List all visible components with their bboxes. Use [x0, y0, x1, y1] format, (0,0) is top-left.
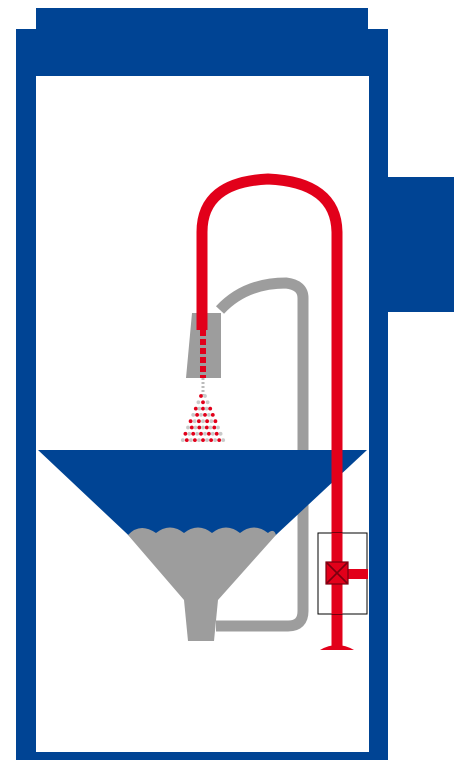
- side-module: [386, 177, 454, 312]
- spray-droplet: [201, 438, 205, 442]
- spray-droplet: [212, 425, 217, 430]
- spray-droplet: [201, 400, 205, 405]
- spray-droplet: [184, 438, 189, 442]
- supply-line: [196, 173, 343, 650]
- spray-droplet: [199, 431, 203, 436]
- valve-actuator-stem: [347, 569, 368, 579]
- powder-pile: [128, 527, 276, 600]
- spray-droplet: [205, 438, 209, 442]
- spray-droplet: [210, 413, 215, 417]
- spray-droplet: [201, 406, 205, 411]
- spray-droplet: [189, 425, 194, 430]
- spray-droplet: [197, 425, 202, 430]
- valve-cross-icon: [326, 562, 348, 584]
- spray-droplet: [204, 406, 209, 411]
- spray-droplet: [197, 406, 202, 411]
- hopper: [38, 450, 367, 548]
- spray-droplet: [187, 431, 192, 436]
- spray-droplet: [186, 425, 190, 430]
- spray-droplet: [210, 431, 215, 436]
- spray-droplet: [205, 419, 210, 424]
- spray-droplet: [205, 400, 210, 405]
- spray-droplet: [201, 419, 205, 424]
- spray-droplet: [207, 413, 211, 417]
- outlet: [184, 600, 218, 641]
- spray-droplet: [213, 438, 218, 442]
- spray-droplet: [199, 394, 203, 398]
- spray-droplet: [191, 431, 196, 436]
- spray-droplet: [189, 438, 193, 442]
- spray-droplet: [207, 431, 211, 436]
- spray-droplet: [221, 438, 226, 442]
- spray-droplet: [195, 431, 200, 436]
- spray-droplet: [196, 400, 201, 405]
- spray-droplet: [208, 425, 213, 430]
- spray-droplet: [203, 394, 207, 398]
- spray-droplet: [209, 438, 214, 442]
- spray-droplet: [217, 438, 222, 442]
- spray-droplet: [193, 438, 197, 442]
- spray-droplet: [192, 419, 197, 424]
- spray-cone: [180, 394, 226, 442]
- spray-droplet: [214, 431, 219, 436]
- spray-droplet: [183, 431, 188, 436]
- spray-droplet: [203, 413, 207, 417]
- spray-droplet: [213, 419, 218, 424]
- spray-droplet: [197, 419, 201, 424]
- spray-droplet: [188, 419, 193, 424]
- spray-droplet: [208, 406, 213, 411]
- housing-top-cap: [36, 8, 368, 30]
- spray-droplet: [209, 419, 214, 424]
- spray-droplet: [191, 413, 196, 417]
- spray-droplet: [193, 425, 198, 430]
- spray-droplet: [203, 431, 207, 436]
- spray-droplet: [218, 431, 223, 436]
- spray-droplet: [201, 425, 205, 430]
- spray-droplet: [204, 425, 209, 430]
- spray-droplet: [193, 406, 198, 411]
- spray-droplet: [216, 425, 220, 430]
- spray-droplet: [199, 413, 203, 417]
- nozzle-head: [186, 313, 221, 378]
- spray-droplet: [197, 438, 201, 442]
- supply-line-foot: [320, 645, 354, 650]
- return-line: [215, 277, 309, 632]
- spray-droplet: [195, 413, 200, 417]
- spray-droplet: [180, 438, 185, 442]
